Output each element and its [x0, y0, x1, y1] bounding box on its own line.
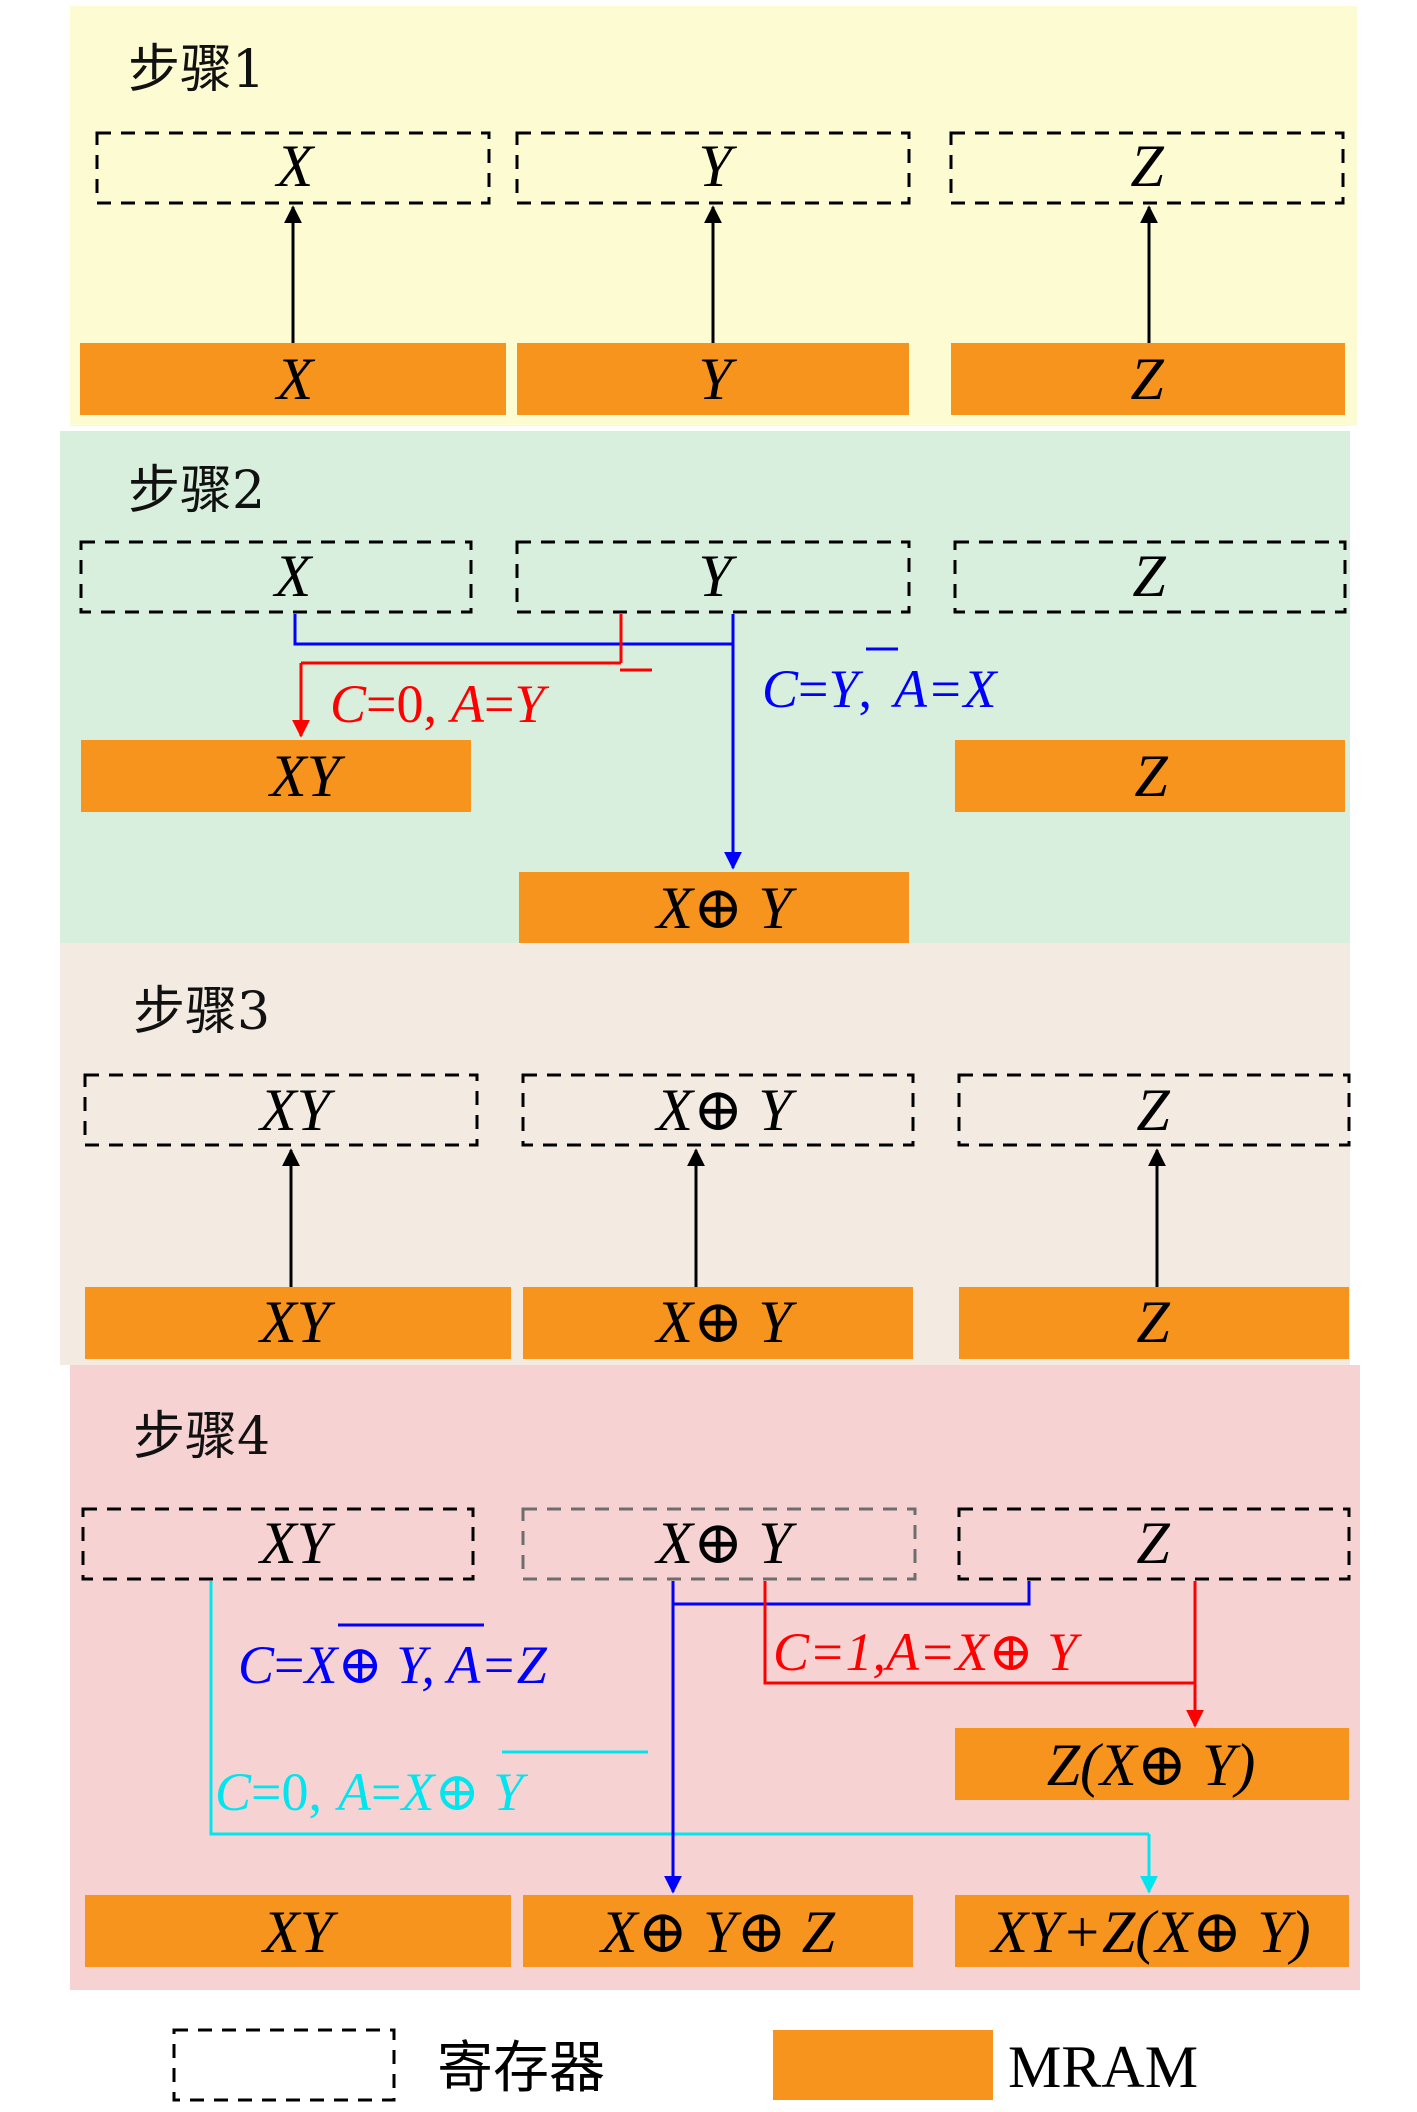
mram-label: X⊕ Y⊕ Z [599, 1899, 836, 1965]
legend-mram-label: MRAM [1008, 2034, 1198, 2100]
mram-block [523, 1287, 913, 1359]
condition-red: C=1,A=X⊕ Y [773, 1622, 1082, 1682]
mram-label: XY+Z(X⊕ Y) [989, 1899, 1310, 1965]
step1-mram: X Y Z [80, 343, 1345, 415]
step4-cyan-condition: C=0,A=X⊕ Y [215, 1750, 648, 1822]
step2-label: 步骤2 [128, 461, 265, 521]
condition-blue: C=Y,A=X [762, 659, 998, 719]
register-label: XY [258, 1510, 336, 1576]
mram-block [519, 872, 909, 944]
step4-red-condition: C=1,A=X⊕ Y [773, 1622, 1082, 1682]
register-box [949, 131, 1345, 205]
register-box [521, 1073, 915, 1147]
register-label: Y [698, 133, 737, 199]
legend: 寄存器 MRAM [172, 2028, 1198, 2102]
condition-red: C=0,A=Y [330, 674, 549, 734]
register-label: Y [698, 543, 737, 609]
mram-block [85, 1287, 511, 1359]
register-label: Z [1136, 1077, 1170, 1143]
register-label: Z [1132, 543, 1166, 609]
register-label: X⊕ Y [654, 1510, 797, 1576]
condition-blue: C=X⊕ Y, A=Z [238, 1635, 548, 1695]
blue-route [673, 1581, 1031, 1606]
mram-label: Y [698, 346, 737, 412]
register-label: Z [1130, 133, 1164, 199]
step1-arrows [284, 205, 1158, 343]
register-box [79, 540, 473, 614]
mram-label: Z [1134, 743, 1168, 809]
blue-route [293, 614, 733, 646]
mram-block [955, 1728, 1349, 1800]
register-box [83, 1073, 479, 1147]
step3-arrows [282, 1148, 1166, 1287]
mram-label: X [275, 346, 316, 412]
register-label: X [273, 543, 314, 609]
step2-panel [60, 431, 1350, 943]
step3-registers: XY X⊕ Y Z [83, 1073, 1351, 1147]
mram-label: X⊕ Y [654, 1289, 797, 1355]
register-box [95, 131, 491, 205]
mram-label: XY [268, 743, 346, 809]
legend-register-label: 寄存器 [437, 2036, 605, 2101]
legend-mram-swatch [773, 2030, 993, 2100]
register-label: X [275, 133, 316, 199]
cyan-route [209, 1581, 1149, 1836]
mram-label: Z [1136, 1289, 1170, 1355]
legend-register-swatch [172, 2028, 396, 2102]
red-route [763, 1581, 1195, 1685]
register-box [521, 1507, 917, 1581]
mram-label: X⊕ Y [654, 875, 797, 941]
mram-block [85, 1895, 511, 1967]
mram-block [523, 1895, 913, 1967]
register-box [957, 1507, 1351, 1581]
step3-label: 步骤3 [133, 982, 270, 1042]
register-box [953, 540, 1347, 614]
step4-mram: Z(X⊕ Y) XY X⊕ Y⊕ Z XY+Z(X⊕ Y) [85, 1728, 1349, 1967]
mram-label: Z [1130, 346, 1164, 412]
mram-block [955, 740, 1345, 812]
step2-blue-condition: C=Y,A=X [762, 647, 998, 719]
register-box [81, 1507, 475, 1581]
register-label: XY [258, 1077, 336, 1143]
register-box [957, 1073, 1351, 1147]
mram-block [81, 740, 471, 812]
step2-mram: XY Z X⊕ Y [81, 740, 1345, 944]
step1-label: 步骤1 [128, 40, 265, 100]
step4-connectors [209, 1581, 1204, 1894]
mram-label: XY [258, 1289, 336, 1355]
step4-blue-condition: C=X⊕ Y, A=Z [238, 1623, 548, 1695]
step4-registers: XY X⊕ Y Z [81, 1507, 1351, 1581]
step2-red-condition: C=0,A=Y [330, 668, 652, 734]
step2-connectors [292, 614, 742, 870]
mram-block [959, 1287, 1349, 1359]
mram-label: Z(X⊕ Y) [1047, 1732, 1256, 1798]
register-box [515, 540, 911, 614]
register-label: X⊕ Y [654, 1077, 797, 1143]
register-label: Z [1136, 1510, 1170, 1576]
step2-registers: X Y Z [79, 540, 1347, 614]
step1-registers: X Y Z [95, 131, 1345, 205]
step3-mram: XY X⊕ Y Z [85, 1287, 1349, 1359]
mram-block [951, 343, 1345, 415]
mram-label: XY [261, 1899, 339, 1965]
mram-block [517, 343, 909, 415]
register-box [515, 131, 911, 205]
mram-block [955, 1895, 1349, 1967]
condition-cyan: C=0,A=X⊕ Y [215, 1762, 528, 1822]
mram-block [80, 343, 506, 415]
step4-label: 步骤4 [133, 1407, 270, 1467]
